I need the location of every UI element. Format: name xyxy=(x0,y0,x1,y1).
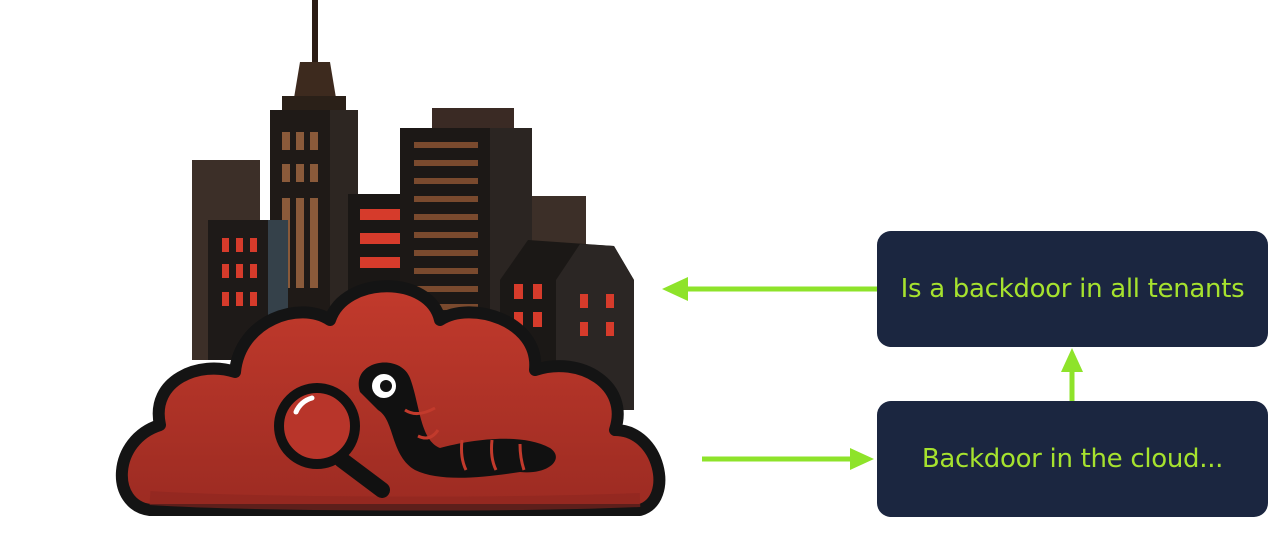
backdoor-in-cloud-box: Backdoor in the cloud... xyxy=(877,401,1268,517)
magnifier-icon xyxy=(274,383,390,498)
arrow-cloud-to-bottom-box xyxy=(702,448,874,470)
city-cloud-worm-logo xyxy=(115,0,666,516)
backdoor-all-tenants-label: Is a backdoor in all tenants xyxy=(900,274,1245,304)
backdoor-all-tenants-box: Is a backdoor in all tenants xyxy=(877,231,1268,347)
arrow-bottom-to-top-box xyxy=(1061,348,1083,401)
worm-icon xyxy=(358,362,556,478)
backdoor-in-cloud-label: Backdoor in the cloud... xyxy=(921,444,1224,474)
